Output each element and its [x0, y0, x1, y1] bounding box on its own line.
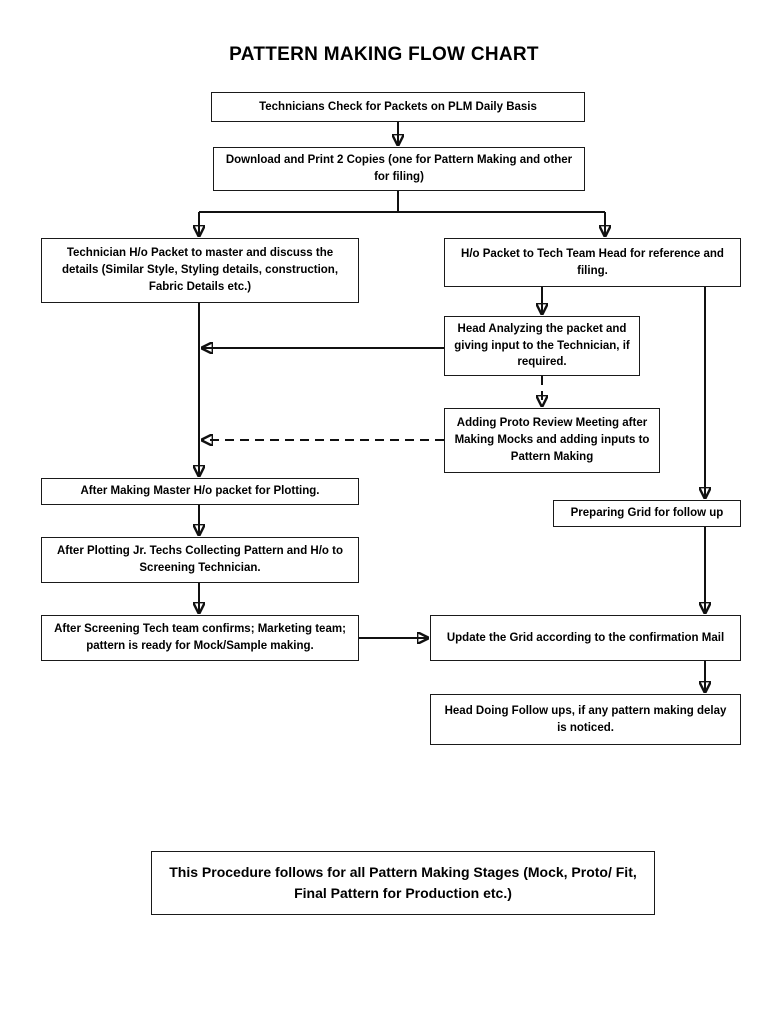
node-label: Technicians Check for Packets on PLM Dai…: [259, 100, 537, 113]
node-ho-packet-tech-head: H/o Packet to Tech Team Head for referen…: [444, 238, 741, 287]
node-label: Head Doing Follow ups, if any pattern ma…: [444, 704, 727, 734]
node-label: H/o Packet to Tech Team Head for referen…: [461, 247, 724, 277]
node-after-making-master: After Making Master H/o packet for Plott…: [41, 478, 359, 505]
node-technician-ho-packet: Technician H/o Packet to master and disc…: [41, 238, 359, 303]
node-head-analyzing: Head Analyzing the packet and giving inp…: [444, 316, 640, 376]
node-label: Download and Print 2 Copies (one for Pat…: [225, 154, 573, 183]
node-label: After Making Master H/o packet for Plott…: [80, 485, 320, 498]
node-label: Update the Grid according to the confirm…: [446, 631, 725, 644]
node-label: After Plotting Jr. Techs Collecting Patt…: [56, 545, 344, 574]
node-procedure-note: This Procedure follows for all Pattern M…: [151, 851, 655, 915]
node-label: Adding Proto Review Meeting after Making…: [454, 417, 650, 463]
node-technicians-check: Technicians Check for Packets on PLM Dai…: [211, 92, 585, 122]
node-label: Preparing Grid for follow up: [570, 507, 724, 520]
node-label: Technician H/o Packet to master and disc…: [61, 247, 339, 293]
node-update-grid: Update the Grid according to the confirm…: [430, 615, 741, 661]
node-download-print: Download and Print 2 Copies (one for Pat…: [213, 147, 585, 191]
node-label: Head Analyzing the packet and giving inp…: [454, 322, 630, 369]
node-label: After Screening Tech team confirms; Mark…: [54, 623, 346, 652]
node-preparing-grid: Preparing Grid for follow up: [553, 500, 741, 527]
node-adding-proto-review: Adding Proto Review Meeting after Making…: [444, 408, 660, 473]
node-after-screening: After Screening Tech team confirms; Mark…: [41, 615, 359, 661]
node-label: This Procedure follows for all Pattern M…: [169, 864, 637, 901]
page-title: PATTERN MAKING FLOW CHART: [229, 44, 539, 65]
node-head-follow-ups: Head Doing Follow ups, if any pattern ma…: [430, 694, 741, 745]
node-after-plotting: After Plotting Jr. Techs Collecting Patt…: [41, 537, 359, 583]
